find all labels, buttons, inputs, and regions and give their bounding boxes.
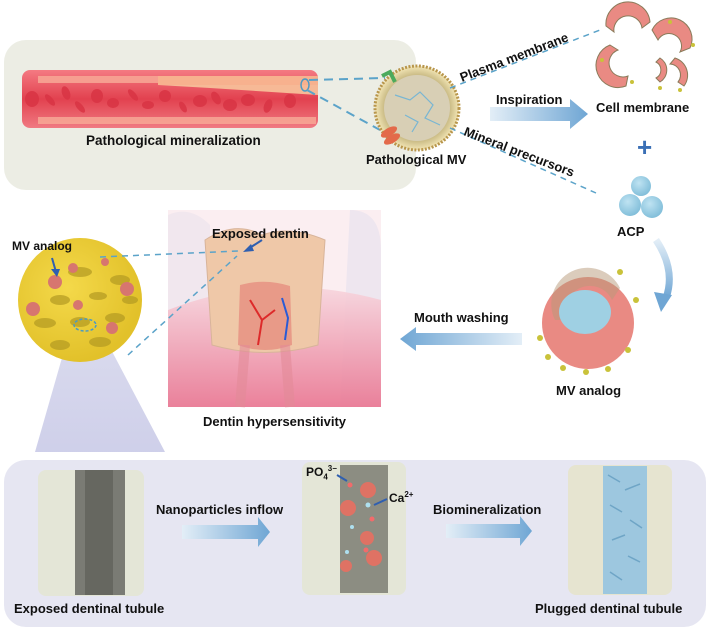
zoom-dashed-lines [306, 77, 386, 131]
biomineralization-label: Biomineralization [433, 502, 542, 517]
mv-analog-label: MV analog [556, 383, 622, 398]
exposed-dentin-label: Exposed dentin [212, 226, 309, 241]
po4-superscript: 3− [327, 464, 337, 473]
plasma-membrane-label: Plasma membrane [458, 30, 571, 85]
acp-label: ACP [617, 224, 645, 239]
cell-membrane-illustration [595, 1, 695, 92]
mv-dashed-lines [449, 29, 601, 194]
mouth-washing-label: Mouth washing [414, 310, 509, 325]
acp-to-analog-arrowhead [654, 292, 672, 312]
inflow-tubule-illustration [302, 462, 406, 595]
mouth-washing-arrow [400, 327, 522, 351]
plugged-tubule-illustration [568, 465, 672, 595]
tooth-illustration [168, 210, 381, 408]
inspiration-arrow [490, 99, 588, 129]
ca-superscript: 2+ [404, 490, 414, 499]
mv-analog-illustration [537, 267, 639, 375]
po4-pointer-arrow [336, 474, 348, 482]
tubule-zoom-marker [73, 318, 97, 332]
dentin-zoom-circle [18, 238, 142, 362]
cell-membrane-label: Cell membrane [596, 100, 690, 115]
ca-pointer-arrow [373, 498, 388, 506]
po4-text: PO [306, 465, 324, 479]
pathological-mv-label: Pathological MV [366, 152, 467, 167]
exposed-tubule-illustration [38, 470, 144, 596]
ca-text: Ca [389, 491, 405, 505]
dentin-dashed-lines [99, 250, 239, 356]
po4-ion-label: PO43− [306, 464, 337, 481]
acp-illustration [619, 176, 663, 218]
pathological-mineralization-label: Pathological mineralization [86, 133, 261, 148]
pathological-mv-illustration [373, 64, 461, 152]
acp-to-analog-arrow [653, 238, 673, 300]
mv-analog-pointer-arrowhead [51, 269, 60, 277]
nanoparticles-inflow-arrow [182, 517, 270, 547]
mv-analog-zoom-label: MV analog [12, 239, 73, 253]
ca-ion-label: Ca2+ [389, 490, 413, 505]
dentin-hypersensitivity-label: Dentin hypersensitivity [203, 414, 347, 429]
plugged-dentinal-tubule-label: Plugged dentinal tubule [535, 601, 683, 616]
exposed-dentin-pointer-arrowhead [243, 244, 254, 252]
blood-vessel-illustration [22, 70, 318, 128]
nanoparticles-inflow-label: Nanoparticles inflow [156, 502, 284, 517]
vessel-zoom-marker [300, 78, 310, 92]
biomineralization-arrow [446, 516, 532, 546]
po4-subscript: 4 [323, 472, 328, 482]
exposed-dentinal-tubule-label: Exposed dentinal tubule [14, 601, 165, 616]
plus-sign: + [637, 132, 652, 162]
mineral-precursors-label: Mineral precursors [462, 124, 577, 180]
inspiration-label: Inspiration [496, 92, 563, 107]
